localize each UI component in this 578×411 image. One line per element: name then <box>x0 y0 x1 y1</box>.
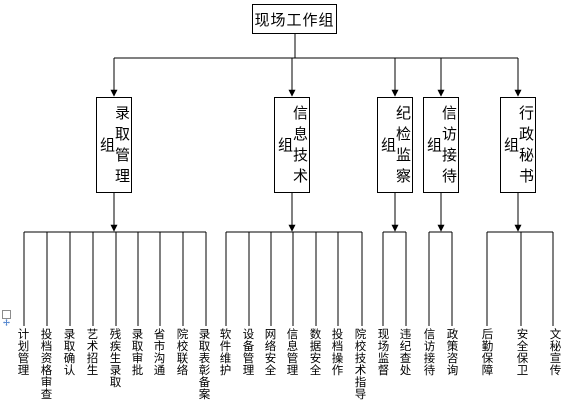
leaf-item: 院校技术指导 <box>353 328 368 400</box>
dept-label: 信息技术组 <box>276 105 309 189</box>
leaf-item: 投档资格审查 <box>39 328 54 400</box>
leaf-item: 后勤保障 <box>480 328 495 376</box>
dept-label: 录取管理组 <box>98 105 131 189</box>
dept-label: 行政秘书组 <box>502 105 535 189</box>
leaf-item: 录取确认 <box>62 328 77 376</box>
leaf-item: 院校联络 <box>175 328 190 376</box>
leaf-item: 软件维护 <box>218 328 233 376</box>
dept-node-xinfang: 信访接待组 <box>423 97 459 193</box>
leaf-item: 违纪查处 <box>398 328 413 376</box>
root-label: 现场工作组 <box>254 10 335 29</box>
leaf-item: 录取审批 <box>130 328 145 376</box>
move-anchor-icon[interactable] <box>2 310 11 326</box>
leaf-item: 设备管理 <box>241 328 256 376</box>
leaf-item: 残疾生录取 <box>108 328 123 388</box>
leaf-item: 信访接待 <box>422 328 437 376</box>
dept-label: 信访接待组 <box>425 105 458 189</box>
leaf-item: 政策咨询 <box>445 328 460 376</box>
leaf-item: 信息管理 <box>285 328 300 376</box>
dept-node-luqu: 录取管理组 <box>96 97 132 193</box>
leaf-item: 安全保卫 <box>515 328 530 376</box>
leaf-item: 计划管理 <box>16 328 31 376</box>
leaf-item: 网络安全 <box>263 328 278 376</box>
leaf-item: 投档操作 <box>330 328 345 376</box>
dept-node-jijian: 纪检监察组 <box>377 97 413 193</box>
leaf-item: 数据安全 <box>308 328 323 376</box>
dept-label: 纪检监察组 <box>379 105 412 189</box>
leaf-item: 录取表彰备案 <box>197 328 212 400</box>
leaf-item: 文秘宣传 <box>548 328 563 376</box>
leaf-item: 艺术招生 <box>85 328 100 376</box>
dept-node-xinxi: 信息技术组 <box>274 97 310 193</box>
leaf-item: 现场监督 <box>376 328 391 376</box>
dept-node-xingzheng: 行政秘书组 <box>500 97 536 193</box>
leaf-item: 省市沟通 <box>152 328 167 376</box>
root-node: 现场工作组 <box>252 4 337 34</box>
